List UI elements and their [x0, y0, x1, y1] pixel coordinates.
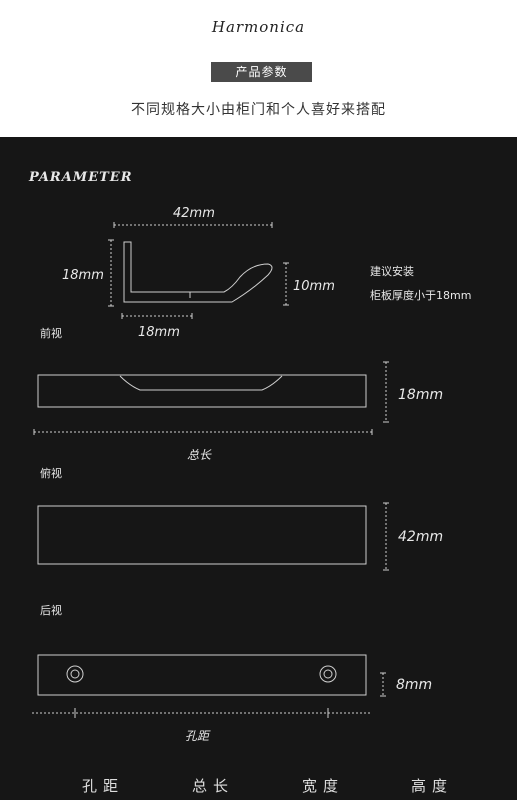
- section-badge: 产品参数: [211, 62, 312, 82]
- hole-spacing-label: 孔距: [185, 729, 210, 743]
- mount-hole-right: [319, 665, 337, 683]
- parameter-panel: [0, 137, 517, 800]
- total-length-label: 总长: [187, 448, 212, 462]
- spec-hole-spacing: 孔距: [81, 777, 124, 795]
- front-view-bar: [37, 374, 367, 408]
- back-view-bar: [37, 654, 367, 696]
- spec-height: 高度: [410, 777, 453, 795]
- top-view-bar: [37, 505, 367, 565]
- install-note-detail: 柜板厚度小于18mm: [370, 289, 472, 302]
- install-note-title: 建议安装: [370, 265, 414, 278]
- dim-lip-10: 10mm: [293, 279, 335, 294]
- front-view-label: 前视: [40, 327, 62, 340]
- top-width-dim: 42mm: [398, 529, 444, 545]
- front-height-dim: 18mm: [398, 387, 444, 403]
- panel-texture: [0, 137, 517, 800]
- dim-height-18: 18mm: [62, 268, 104, 283]
- parameter-heading: PARAMETER: [29, 170, 133, 185]
- dim-width-42: 42mm: [173, 206, 215, 221]
- header: Harmonica 产品参数 不同规格大小由柜门和个人喜好来搭配: [0, 0, 517, 137]
- brand-logo: Harmonica: [211, 18, 306, 36]
- hole-dim: 8mm: [396, 677, 433, 693]
- subtitle: 不同规格大小由柜门和个人喜好来搭配: [131, 102, 386, 118]
- back-view-label: 后视: [40, 604, 62, 617]
- spec-width: 宽度: [301, 777, 344, 795]
- spec-total-length: 总长: [191, 777, 234, 795]
- profile-shape: [123, 241, 273, 303]
- dim-base-18: 18mm: [138, 325, 180, 340]
- mount-hole-left: [66, 665, 84, 683]
- top-view-label: 俯视: [40, 467, 62, 480]
